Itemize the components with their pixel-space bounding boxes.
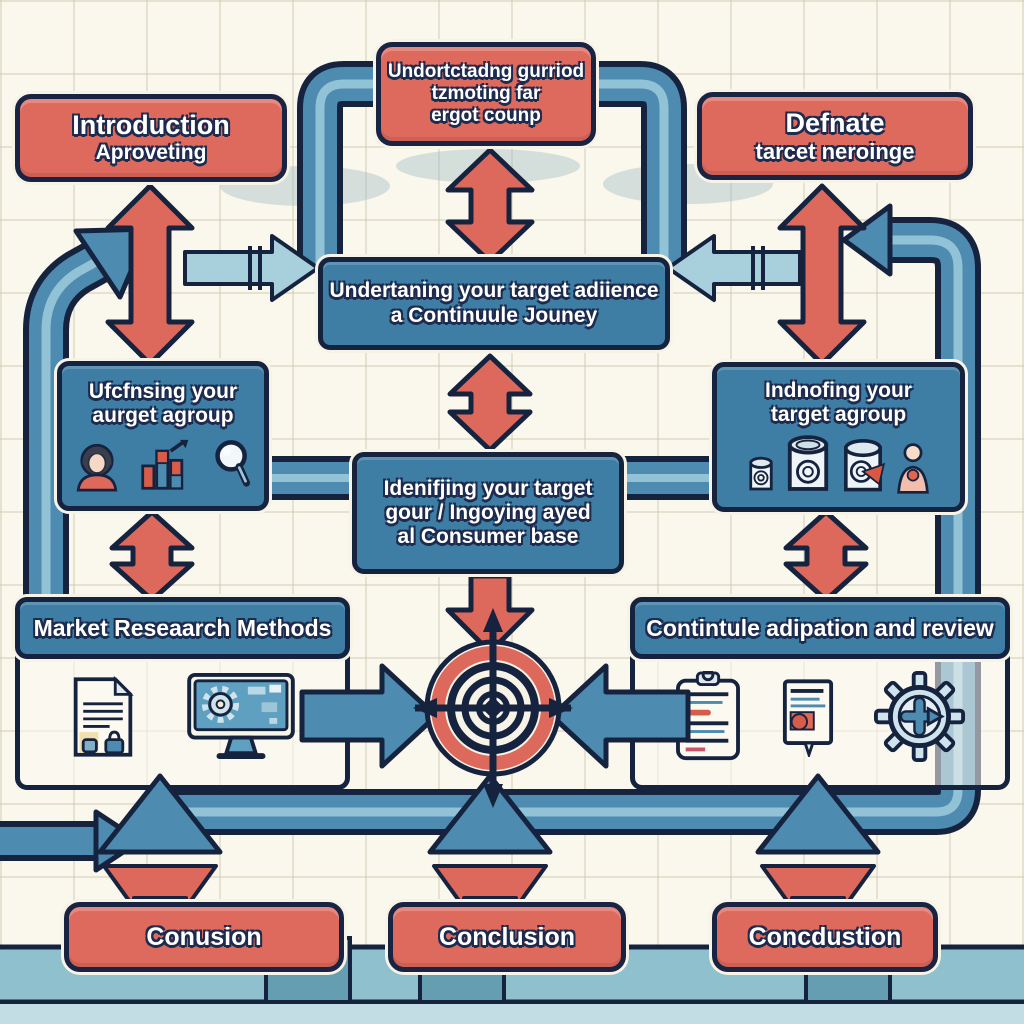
node-identify: Idenifjing your target gour / Ingoying a… [352,452,624,574]
blue-arrow-right-to-target [549,663,691,769]
red-arrow-center-mid [447,353,533,453]
pipe-top-left [297,61,402,266]
woman-icon [76,444,118,492]
node-top-line3: ergot counp [431,104,541,126]
node-introduction: Introduction Aproveting [15,94,287,182]
small-can-icon [748,456,773,491]
conclusion-center-label: Conclusion [438,922,576,951]
monitor-icon [186,673,295,760]
up-arrow-left [97,773,223,855]
conclusion-right-label: Concdustion [748,922,902,951]
node-top-line1: Undortctadng gurriod [387,61,585,83]
node-top-line2: tzmoting far [431,83,541,105]
node-introduction-title: Introduction [72,110,230,141]
node-definate-subtitle: tarcet neroinge [755,138,915,164]
node-conclusion-right: Concdustion [712,902,938,972]
red-arrow-to-target [445,573,535,655]
adaptation-content-panel [630,644,1010,790]
node-top: Undortctadng gurriod tzmoting far ergot … [376,42,596,146]
gear-icon [874,671,966,763]
document-icon [74,675,135,757]
node-right-group-line2: target agroup [770,403,907,426]
node-audience: Undertaning your target adiience a Conti… [318,257,670,350]
market-content-panel [15,644,350,790]
node-right-group: Indnofing your target agroup [712,362,965,512]
arrow-can-icon [843,439,885,492]
pipe-top-right [570,61,687,266]
node-definate-title: Defnate [785,107,885,138]
magnifier-icon [215,440,251,487]
node-audience-line2: a Continuule Jouney [390,303,598,327]
clipboard-icon [676,671,740,761]
node-introduction-subtitle: Aproveting [95,141,207,165]
small-doc-icon [782,679,834,757]
conclusion-left-label: Conusion [146,922,262,951]
node-right-group-line1: Indnofing your [765,378,912,402]
up-arrow-center [427,773,553,855]
bar-chart-icon [141,440,189,490]
node-identify-line2: gour / Ingoying ayed [385,500,591,524]
left-group-icon-row [71,436,255,492]
arrowhead-left [841,203,893,277]
node-continual-adaptation: Contintule adipation and review [630,597,1010,659]
up-arrow-right [755,773,881,855]
node-left-group-line1: Ufcfnsing your [88,379,238,403]
light-pipe-left [183,234,320,302]
pipe-right-edge-and-bar [168,203,981,835]
node-audience-line1: Undertaning your target adiience [329,279,659,303]
target-bullseye-icon [413,608,573,808]
large-can-icon [787,435,828,492]
continual-adaptation-title: Contintule adipation and review [646,614,994,641]
node-conclusion-left: Conusion [64,902,344,972]
node-left-group: Ufcfnsing your aurget agroup [57,361,269,511]
node-conclusion-center: Conclusion [388,902,626,972]
blue-arrow-left-to-target [299,663,439,769]
node-identify-line3: al Consumer base [397,525,579,549]
node-left-group-line2: aurget agroup [92,404,234,427]
node-market-research: Market Reseaarch Methods [15,597,350,659]
right-group-icon-row [747,435,931,495]
light-pipe-right [666,234,802,302]
node-identify-line1: Idenifjing your target [383,476,593,500]
node-definate: Defnate tarcet neroinge [697,92,973,180]
market-research-title: Market Reseaarch Methods [33,614,332,641]
person-icon [896,443,929,494]
